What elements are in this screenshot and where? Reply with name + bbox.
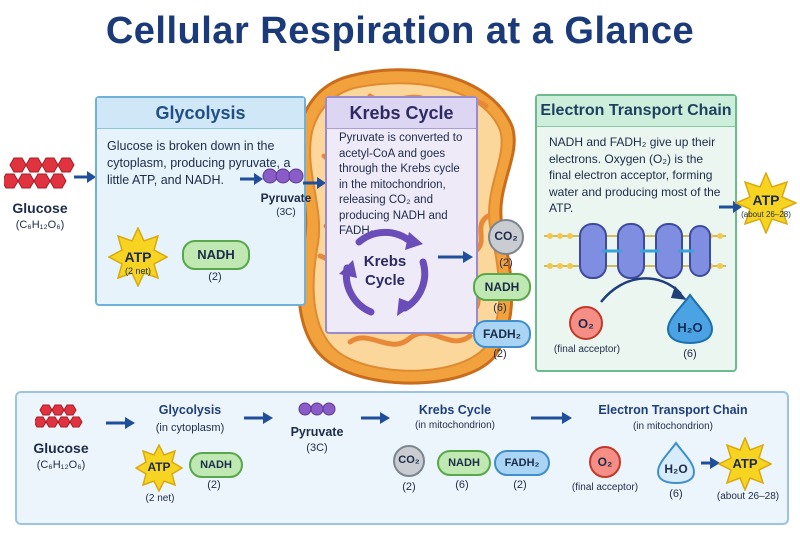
summary-glycolysis-loc: (in cytoplasm) — [155, 422, 225, 434]
o2-to-h2o-arrow-icon — [600, 277, 687, 303]
krebs-description: Pyruvate is converted to acetyl-CoA and … — [339, 132, 463, 237]
summary-fadh2-pill: FADH₂ — [494, 450, 550, 476]
etc-o2-note: (final acceptor) — [553, 344, 621, 355]
pyruvate-carbons: (3C) — [276, 207, 296, 218]
krebs-cycle-label-1: Krebs — [363, 253, 407, 270]
summary-atp-count: (2 net) — [145, 493, 175, 504]
glycolysis-nadh-pill: NADH — [182, 240, 250, 270]
glycolysis-panel: Glycolysis Glucose is broken down in the… — [95, 96, 306, 306]
summary-glucose-formula: (C₆H₁₂O₆) — [36, 459, 86, 471]
etc-description: NADH and FADH₂ give up their electrons. … — [549, 135, 721, 215]
summary-krebs-loc: (in mitochondrion) — [414, 420, 496, 431]
pyruvate-label: Pyruvate — [260, 191, 312, 205]
arrow-icon — [701, 457, 720, 469]
glucose-hexagons-icon — [4, 157, 75, 189]
summary-nadh6-count: (6) — [455, 479, 469, 491]
summary-h2o-count: (6) — [669, 488, 683, 500]
glycolysis-atp-label: ATP — [124, 249, 152, 265]
pyruvate-molecule-icon — [262, 168, 304, 184]
etc-atp-label: ATP — [752, 192, 780, 208]
summary-etc-loc: (in mitochondrion) — [632, 421, 714, 432]
krebs-fadh2-count: (2) — [493, 348, 507, 360]
krebs-fadh2-pill: FADH₂ — [473, 320, 531, 348]
krebs-co2-count: (2) — [499, 257, 513, 269]
arrow-icon — [74, 171, 96, 183]
summary-co2-label: CO₂ — [398, 454, 420, 466]
summary-pyruvate-carbons: (3C) — [306, 442, 328, 454]
arrow-icon — [719, 201, 742, 213]
krebs-panel: Krebs Cycle Pyruvate is converted to ace… — [325, 96, 478, 334]
summary-atp-label: ATP — [147, 460, 171, 474]
atp-star-icon — [718, 437, 772, 491]
water-drop-icon — [666, 293, 714, 345]
etc-o2-label: O₂ — [578, 316, 594, 331]
summary-glycolysis-title: Glycolysis — [158, 403, 222, 417]
summary-pyruvate-label: Pyruvate — [290, 425, 344, 439]
arrow-icon — [244, 412, 273, 424]
pyruvate-molecule-icon — [298, 402, 336, 416]
summary-nadh-pill: NADH — [189, 452, 243, 478]
arrow-icon — [361, 412, 390, 424]
o2-circle-icon — [569, 306, 603, 340]
summary-glucose-label: Glucose — [33, 440, 89, 456]
co2-circle-icon — [393, 445, 425, 477]
co2-circle-icon — [488, 219, 524, 255]
arrow-icon — [531, 412, 572, 424]
summary-co2-count: (2) — [402, 481, 416, 493]
glycolysis-title: Glycolysis — [97, 98, 304, 129]
glucose-label: Glucose — [12, 200, 68, 216]
water-drop-icon — [656, 441, 696, 485]
atp-star-icon — [108, 227, 168, 287]
krebs-title: Krebs Cycle — [327, 98, 476, 129]
glucose-hexagons-icon — [35, 404, 83, 428]
page-title: Cellular Respiration at a Glance — [105, 10, 695, 52]
etc-title: Electron Transport Chain — [537, 96, 735, 127]
glycolysis-nadh-count: (2) — [208, 271, 222, 283]
o2-circle-icon — [589, 446, 621, 478]
summary-atp-final-count: (about 26–28) — [716, 491, 780, 502]
glycolysis-atp-count: (2 net) — [124, 266, 151, 276]
summary-nadh-count: (2) — [207, 479, 221, 491]
krebs-nadh-count: (6) — [493, 302, 507, 314]
summary-atp-final-label: ATP — [732, 456, 758, 471]
summary-o2-note: (final acceptor) — [571, 482, 639, 493]
etc-atp-count: (about 26–28) — [741, 210, 791, 219]
arrow-icon — [106, 417, 135, 429]
summary-etc-title: Electron Transport Chain — [598, 403, 748, 417]
krebs-nadh-pill: NADH — [473, 273, 531, 301]
atp-star-icon — [735, 172, 797, 234]
summary-nadh6-pill: NADH — [437, 450, 491, 476]
krebs-cycle-arrows-icon — [339, 228, 429, 316]
glucose-formula: (C₆H₁₂O₆) — [15, 219, 65, 231]
summary-fadh2-count: (2) — [513, 479, 527, 491]
glycolysis-description: Glucose is broken down in the cytoplasm,… — [107, 139, 291, 187]
krebs-cycle-label-2: Cycle — [364, 272, 406, 289]
membrane-proteins-icon — [544, 223, 726, 279]
summary-krebs-title: Krebs Cycle — [418, 403, 492, 417]
etc-h2o-count: (6) — [683, 348, 697, 360]
summary-o2-label: O₂ — [597, 455, 613, 469]
summary-h2o-label: H₂O — [664, 462, 688, 476]
krebs-co2-label: CO₂ — [494, 229, 518, 243]
arrow-icon — [240, 173, 263, 185]
arrow-icon — [303, 177, 326, 189]
etc-h2o-label: H₂O — [677, 320, 703, 335]
arrow-icon — [438, 251, 473, 263]
atp-star-icon — [135, 444, 183, 492]
